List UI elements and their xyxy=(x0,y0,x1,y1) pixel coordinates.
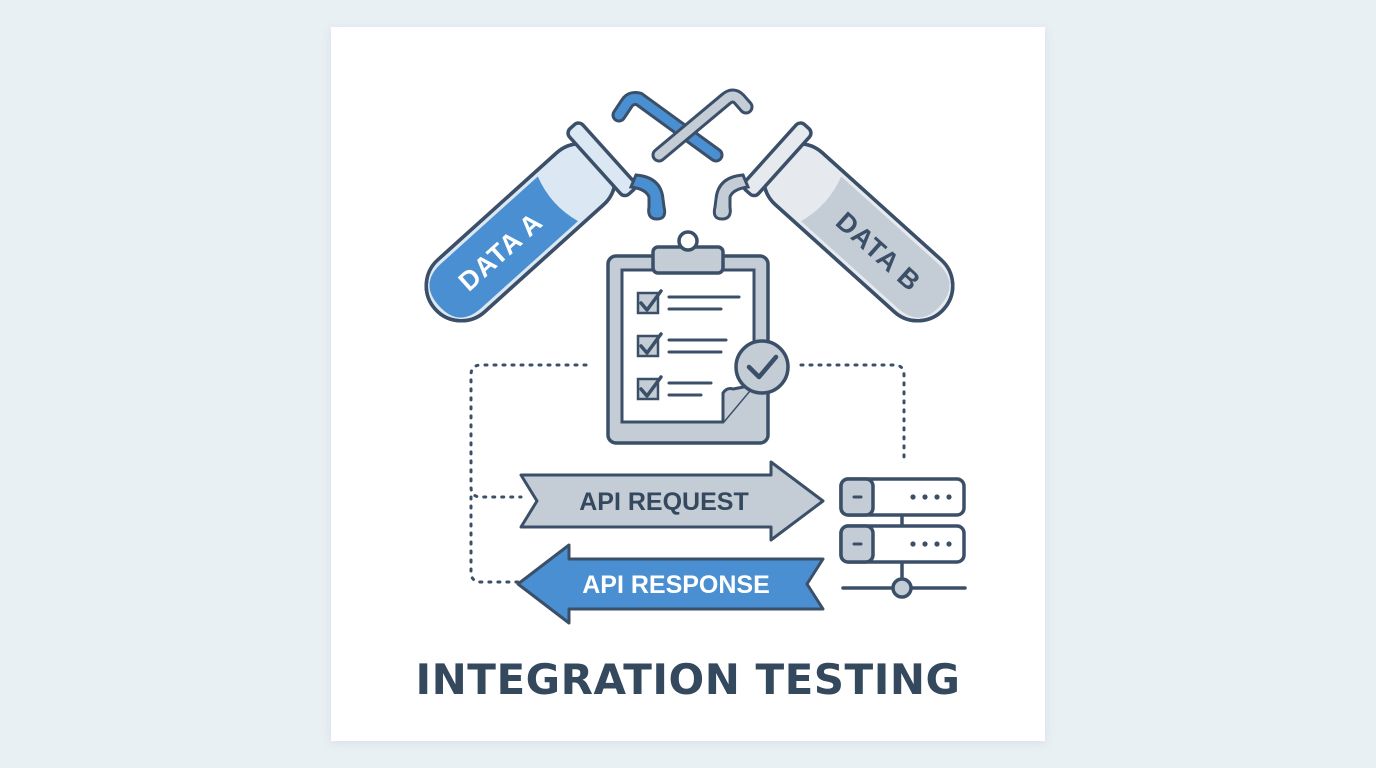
tube-a-icon: DATA A xyxy=(424,121,638,323)
api-response-arrow: API RESPONSE xyxy=(516,543,825,625)
pour-drop-a xyxy=(628,173,667,221)
api-response-label: API RESPONSE xyxy=(582,571,770,599)
diagram-card: DATA A DATA B xyxy=(331,27,1045,741)
diagram-title: INTEGRATION TESTING xyxy=(415,655,961,704)
server-stack-icon xyxy=(839,477,967,599)
checkmark-badge-icon xyxy=(734,339,790,395)
api-request-label: API REQUEST xyxy=(579,488,748,516)
connector-left xyxy=(469,363,588,584)
pour-drop-b xyxy=(712,173,751,221)
api-request-arrow: API REQUEST xyxy=(519,460,825,542)
hook-gray-fill xyxy=(654,91,751,160)
connector-right xyxy=(799,363,906,459)
clipboard-checklist-icon xyxy=(606,230,770,445)
integration-testing-diagram: DATA A DATA B xyxy=(424,88,967,625)
tube-b-icon: DATA B xyxy=(741,121,955,323)
hook-blue-fill xyxy=(614,94,721,160)
